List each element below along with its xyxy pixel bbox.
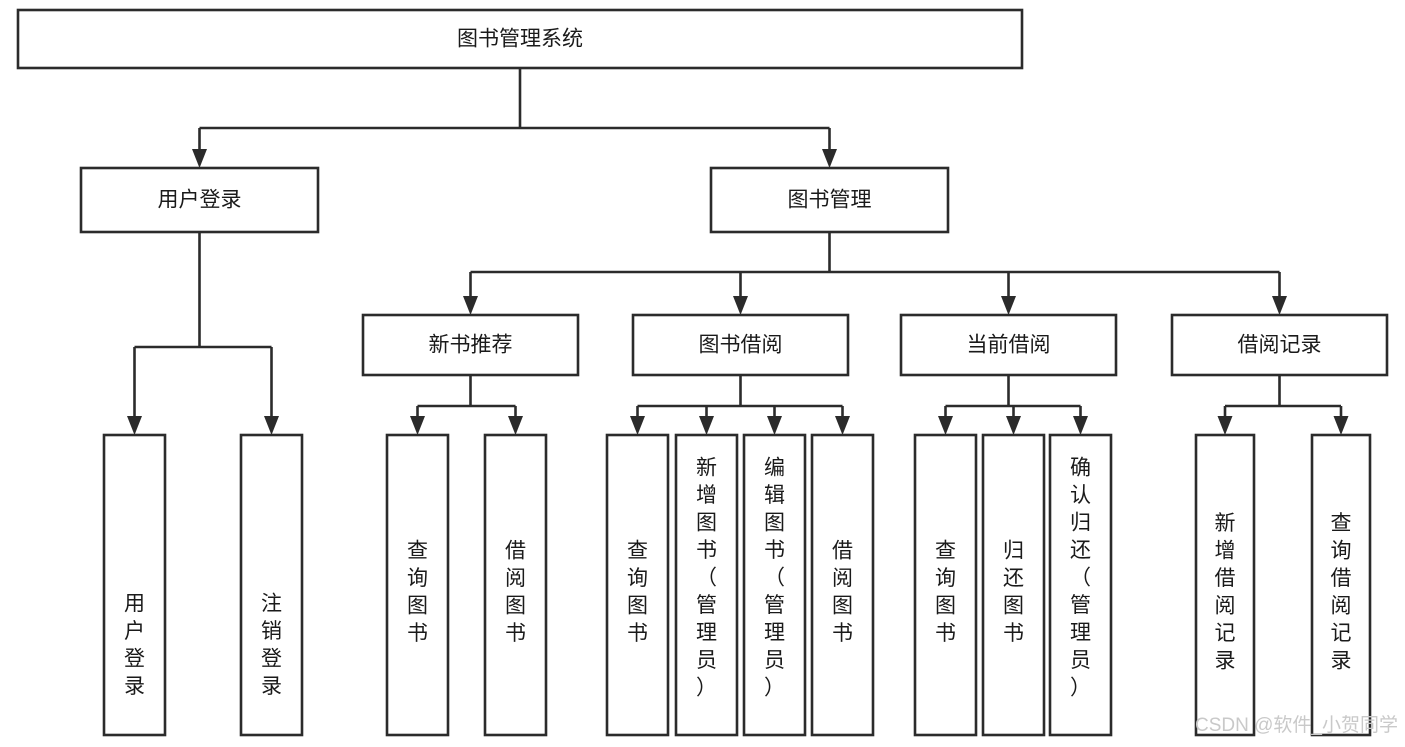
arrow-head-icon bbox=[410, 416, 425, 435]
arrow-head-icon bbox=[822, 149, 837, 168]
node-label: 查询借阅记录 bbox=[1331, 512, 1352, 673]
node-box[interactable] bbox=[483, 433, 548, 737]
node-图书借阅[interactable]: 图书借阅 bbox=[631, 313, 850, 377]
node-box[interactable] bbox=[742, 433, 807, 737]
node-label: 图书借阅 bbox=[699, 334, 783, 357]
node-box[interactable] bbox=[1310, 433, 1372, 737]
node-label: 用户登录 bbox=[158, 189, 242, 212]
node-box[interactable] bbox=[239, 433, 304, 737]
node-新增借阅记录[interactable]: 新增借阅记录 bbox=[1194, 433, 1256, 737]
node-box[interactable] bbox=[913, 433, 978, 737]
node-新书推荐[interactable]: 新书推荐 bbox=[361, 313, 580, 377]
node-label: 查询图书 bbox=[627, 540, 648, 646]
node-box[interactable] bbox=[631, 313, 850, 377]
node-label: 图书管理系统 bbox=[457, 28, 583, 51]
arrow-head-icon bbox=[630, 416, 645, 435]
arrow-head-icon bbox=[1333, 416, 1349, 435]
node-label: 注销登录 bbox=[261, 593, 282, 699]
node-box[interactable] bbox=[16, 8, 1024, 70]
node-借阅图书[interactable]: 借阅图书 bbox=[810, 433, 875, 737]
arrow-head-icon bbox=[1217, 416, 1233, 435]
arrow-head-icon bbox=[463, 296, 478, 315]
node-box[interactable] bbox=[1194, 433, 1256, 737]
node-图书管理[interactable]: 图书管理 bbox=[709, 166, 950, 234]
node-注销登录[interactable]: 注销登录 bbox=[239, 433, 304, 737]
arrow-head-icon bbox=[938, 416, 953, 435]
node-归还图书[interactable]: 归还图书 bbox=[981, 433, 1046, 737]
node-借阅图书[interactable]: 借阅图书 bbox=[483, 433, 548, 737]
node-label: 图书管理 bbox=[788, 189, 872, 212]
node-label: 当前借阅 bbox=[967, 334, 1051, 357]
node-box[interactable] bbox=[810, 433, 875, 737]
node-label: 借阅记录 bbox=[1238, 334, 1322, 357]
node-box[interactable] bbox=[674, 433, 739, 737]
node-label: 新书推荐 bbox=[429, 334, 513, 357]
node-用户登录[interactable]: 用户登录 bbox=[102, 433, 167, 737]
node-查询图书[interactable]: 查询图书 bbox=[913, 433, 978, 737]
node-label: 查询图书 bbox=[935, 540, 956, 646]
node-label: 用户登录 bbox=[124, 593, 145, 699]
node-新增图书管理员[interactable]: 新增图书（管理员） bbox=[674, 433, 739, 737]
node-box[interactable] bbox=[1048, 433, 1113, 737]
node-box[interactable] bbox=[361, 313, 580, 377]
node-box[interactable] bbox=[605, 433, 670, 737]
node-编辑图书管理员[interactable]: 编辑图书（管理员） bbox=[742, 433, 807, 737]
node-label: 借阅图书 bbox=[832, 540, 853, 646]
arrow-head-icon bbox=[835, 416, 850, 435]
node-label: 新增图书（管理员） bbox=[696, 457, 717, 700]
arrow-head-icon bbox=[699, 416, 714, 435]
node-label: 归还图书 bbox=[1003, 540, 1024, 646]
node-box[interactable] bbox=[385, 433, 450, 737]
arrow-head-icon bbox=[508, 416, 523, 435]
node-box[interactable] bbox=[1170, 313, 1389, 377]
node-图书管理系统[interactable]: 图书管理系统 bbox=[16, 8, 1024, 70]
node-用户登录[interactable]: 用户登录 bbox=[79, 166, 320, 234]
arrow-head-icon bbox=[192, 149, 207, 168]
csdn-watermark: CSDN @软件_小贺同学 bbox=[1195, 714, 1398, 736]
node-label: 编辑图书（管理员） bbox=[764, 457, 785, 700]
arrow-head-icon bbox=[1073, 416, 1088, 435]
node-box[interactable] bbox=[899, 313, 1118, 377]
arrow-head-icon bbox=[127, 416, 142, 435]
node-layer: 图书管理系统用户登录图书管理新书推荐图书借阅当前借阅借阅记录用户登录注销登录查询… bbox=[16, 8, 1389, 737]
node-确认归还管理员[interactable]: 确认归还（管理员） bbox=[1048, 433, 1113, 737]
arrow-head-icon bbox=[733, 296, 748, 315]
arrow-head-icon bbox=[264, 416, 279, 435]
arrow-head-icon bbox=[767, 416, 782, 435]
node-查询借阅记录[interactable]: 查询借阅记录 bbox=[1310, 433, 1372, 737]
node-box[interactable] bbox=[79, 166, 320, 234]
node-label: 确认归还（管理员） bbox=[1070, 457, 1091, 700]
node-label: 新增借阅记录 bbox=[1215, 512, 1236, 673]
node-box[interactable] bbox=[981, 433, 1046, 737]
node-label: 借阅图书 bbox=[505, 540, 526, 646]
arrow-head-icon bbox=[1272, 296, 1287, 315]
node-当前借阅[interactable]: 当前借阅 bbox=[899, 313, 1118, 377]
node-box[interactable] bbox=[102, 433, 167, 737]
node-查询图书[interactable]: 查询图书 bbox=[385, 433, 450, 737]
connector-layer bbox=[127, 68, 1349, 435]
arrow-head-icon bbox=[1006, 416, 1021, 435]
node-借阅记录[interactable]: 借阅记录 bbox=[1170, 313, 1389, 377]
node-label: 查询图书 bbox=[407, 540, 428, 646]
node-查询图书[interactable]: 查询图书 bbox=[605, 433, 670, 737]
node-box[interactable] bbox=[709, 166, 950, 234]
arrow-head-icon bbox=[1001, 296, 1016, 315]
